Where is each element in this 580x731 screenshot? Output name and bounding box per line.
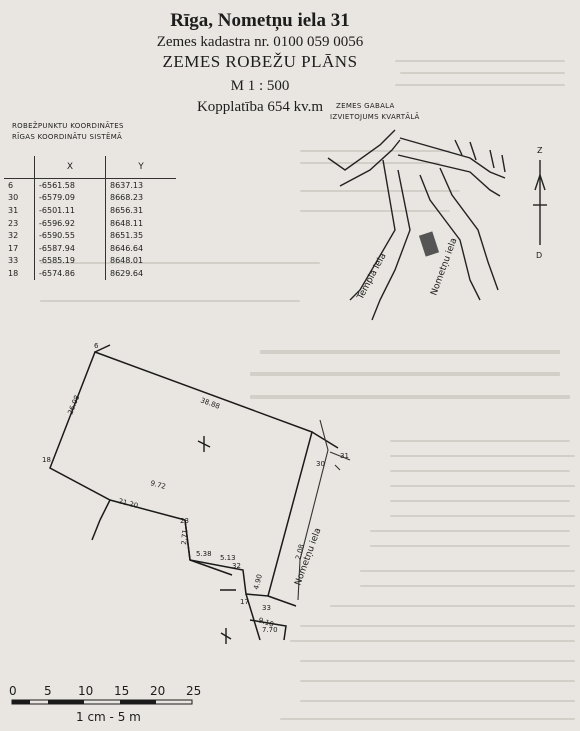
scale-tick: 20 <box>150 684 166 698</box>
point-label: 18 <box>42 456 51 464</box>
coords-heading-1: ROBEŽPUNKTU KOORDINĀTES <box>12 122 124 130</box>
document-title: Rīga, Nometņu iela 31 <box>170 10 350 31</box>
north-arrow-icon <box>533 160 547 245</box>
col-y: Y <box>105 156 176 179</box>
dimension-label: 5.13 <box>220 554 236 562</box>
inset-street-templa: Templa iela <box>355 252 388 303</box>
scale-tick: 5 <box>44 684 52 698</box>
point-label: 23 <box>180 517 189 525</box>
dimension-label: 7.70 <box>262 626 278 634</box>
building-mark <box>418 231 440 257</box>
plan-scale: M 1 : 500 <box>230 78 290 94</box>
scale-tick: 10 <box>78 684 94 698</box>
point-label: 17 <box>240 598 249 606</box>
plot-outline <box>49 344 339 641</box>
col-point <box>4 156 35 179</box>
dimension-label: 9.72 <box>149 479 166 491</box>
dimension-label: 38.88 <box>199 396 221 410</box>
south-label: D <box>536 251 542 260</box>
scale-tick: 0 <box>9 684 17 698</box>
inset-map <box>327 129 506 321</box>
dimension-label: 2.08 <box>294 543 306 560</box>
scale-tick: 15 <box>114 684 130 698</box>
scale-bar <box>11 699 193 705</box>
scale-tick: 25 <box>186 684 202 698</box>
north-label: Z <box>537 146 543 155</box>
cadastre-number: Zemes kadastra nr. 0100 059 0056 <box>156 34 364 50</box>
dimension-label: 21.20 <box>117 497 138 510</box>
point-label: 33 <box>262 604 271 612</box>
point-label: 32 <box>232 562 241 570</box>
plot-area: Kopplatība 654 kv.m <box>196 99 324 115</box>
inset-heading-2: IZVIETOJUMS KVARTĀLĀ <box>330 113 420 121</box>
inset-heading-1: ZEMES GABALA <box>336 102 395 110</box>
scale-label: 1 cm - 5 m <box>76 710 141 724</box>
dimension-label: 2.71 <box>180 529 189 545</box>
dimension-label: 5.38 <box>196 550 212 558</box>
plan-name: ZEMES ROBEŽU PLĀNS <box>162 52 358 71</box>
col-x: X <box>34 156 106 179</box>
dimension-label: 26.08 <box>66 394 81 416</box>
point-label: 31 <box>340 452 349 460</box>
point-label: 6 <box>94 342 99 350</box>
coords-heading-2: RĪGAS KOORDINĀTU SISTĒMĀ <box>12 133 123 141</box>
point-label: 30 <box>316 460 325 468</box>
dimension-label: 4.90 <box>252 573 264 590</box>
